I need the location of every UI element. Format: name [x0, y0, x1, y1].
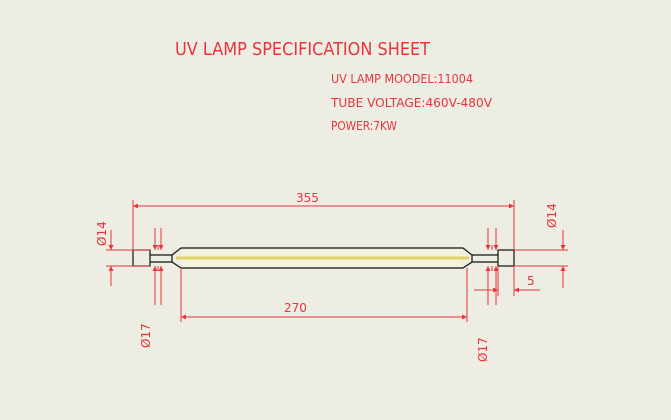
- dim-label-left-d14: Ø14: [95, 221, 109, 246]
- left-end-cap: [132, 249, 151, 267]
- dim-label-right-d14: Ø14: [545, 203, 559, 228]
- dim-label-270: 270: [284, 301, 307, 315]
- dim-label-5: 5: [527, 274, 535, 288]
- dim-label-left-d17: Ø17: [139, 323, 153, 348]
- dim-label-right-d17: Ø17: [476, 337, 490, 362]
- spec-power: POWER:7KW: [331, 119, 397, 133]
- sheet-title: UV LAMP SPECIFICATION SHEET: [175, 39, 431, 60]
- spec-model: UV LAMP MOODEL:11004: [331, 72, 473, 86]
- dim-label-355: 355: [296, 191, 319, 205]
- spec-voltage: TUBE VOLTAGE:460V-480V: [330, 96, 493, 110]
- dimension-lines: [106, 200, 568, 322]
- right-end-cap: [497, 249, 515, 267]
